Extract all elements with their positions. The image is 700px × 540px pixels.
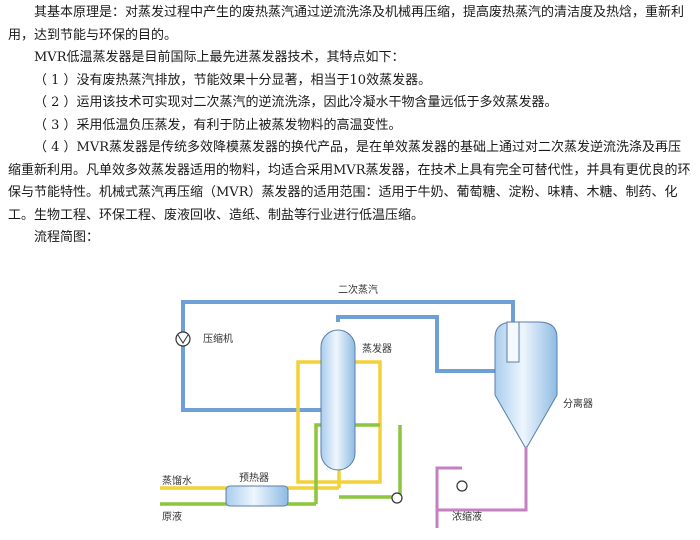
paragraph-feature-1: （ 1 ）没有废热蒸汽排放，节能效果十分显著，相当于10效蒸发器。 xyxy=(34,72,432,88)
compressor-icon xyxy=(175,331,191,347)
label-preheater: 预热器 xyxy=(239,471,269,484)
paragraph-feature-3: （ 3 ）采用低温负压蒸发，有利于防止被蒸发物料的高温变性。 xyxy=(34,117,402,133)
separator-inner-pipe xyxy=(506,321,520,363)
body-text: 其基本原理是：对蒸发过程中产生的废热蒸汽通过逆流洗涤及机械再压缩，提高废热蒸汽的… xyxy=(8,2,694,250)
diagram-heading: 流程简图： xyxy=(34,230,100,245)
label-distilled-water: 蒸馏水 xyxy=(162,474,192,487)
steam-pipe xyxy=(181,300,515,333)
separator-body xyxy=(494,321,558,448)
paragraph-feature-4: （ 4 ）MVR蒸发器是传统多效降模蒸发器的换代产品，是在单效蒸发器的基础上通过… xyxy=(8,140,691,223)
concentrate-pipe xyxy=(435,447,528,512)
preheater-body xyxy=(225,485,289,507)
evaporator-body xyxy=(320,329,356,471)
paragraph-principle: 其基本原理是：对蒸发过程中产生的废热蒸汽通过逆流洗涤及机械再压缩，提高废热蒸汽的… xyxy=(8,5,685,43)
label-evaporator: 蒸发器 xyxy=(362,342,392,355)
vapor-pipe-to-separator xyxy=(336,315,497,373)
feed-pump-icon xyxy=(391,492,403,504)
compressor-return-pipe xyxy=(181,345,340,412)
label-compressor: 压缩机 xyxy=(203,332,233,345)
concentrate-pump-icon xyxy=(456,480,468,492)
label-concentrate: 浓缩液 xyxy=(452,510,482,523)
label-separator: 分离器 xyxy=(563,397,593,410)
feed-pipe xyxy=(314,423,380,504)
paragraph-intro: MVR低温蒸发器是目前国际上最先进蒸发器技术，其特点如下： xyxy=(34,50,405,65)
label-secondary-steam: 二次蒸汽 xyxy=(338,283,378,296)
paragraph-feature-2: （ 2 ）运用该技术可实现对二次蒸汽的逆流洗涤，因此冷凝水干物含量远低于多效蒸发… xyxy=(34,95,558,110)
label-raw-liquid: 原液 xyxy=(162,510,182,523)
